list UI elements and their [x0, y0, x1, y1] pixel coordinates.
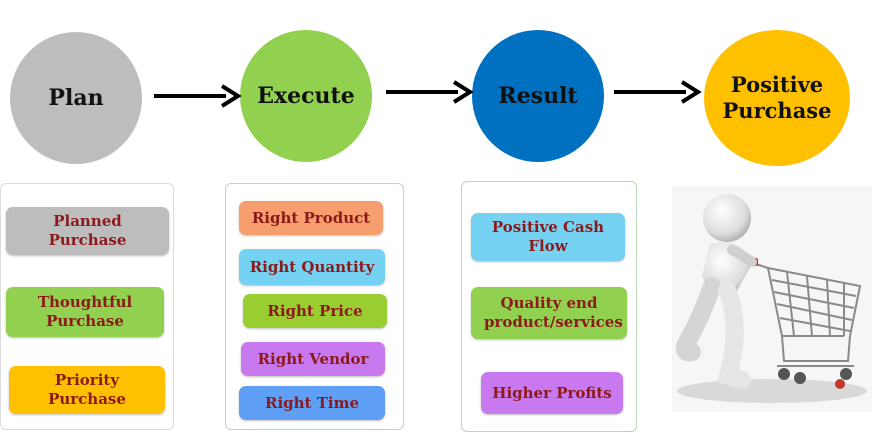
execute-item-label: Right Quantity	[249, 257, 375, 276]
plan-item-label: Planned Purchase	[48, 212, 127, 249]
execute-item-right-price: Right Price	[243, 294, 387, 328]
plan-panel: Planned Purchase Thoughtful Purchase Pri…	[0, 183, 174, 430]
stage-plan: Plan	[10, 32, 142, 164]
stage-execute: Execute	[240, 30, 372, 162]
execute-item-right-vendor: Right Vendor	[241, 342, 385, 376]
result-item-positive-cash-flow: Positive Cash Flow	[471, 213, 625, 261]
arrow-result-to-positive	[614, 80, 702, 104]
stage-positive-purchase: Positive Purchase	[704, 30, 850, 166]
result-panel: Positive Cash Flow Quality end product/s…	[461, 181, 637, 432]
stage-result-label: Result	[498, 83, 578, 109]
execute-item-label: Right Time	[265, 393, 359, 412]
execute-item-right-product: Right Product	[239, 201, 383, 235]
execute-item-right-time: Right Time	[239, 386, 385, 420]
result-item-label: Quality end product/services	[484, 294, 623, 331]
plan-item-label: Priority Purchase	[48, 371, 126, 408]
result-item-quality-end-product: Quality end product/services	[471, 287, 627, 339]
plan-item-label: Thoughtful Purchase	[37, 293, 133, 330]
plan-item-thoughtful-purchase: Thoughtful Purchase	[6, 287, 164, 337]
stage-execute-label: Execute	[257, 83, 355, 109]
plan-item-priority-purchase: Priority Purchase	[9, 366, 165, 414]
execute-item-label: Right Vendor	[257, 349, 369, 368]
execute-panel: Right Product Right Quantity Right Price…	[225, 183, 404, 430]
execute-item-label: Right Price	[267, 301, 363, 320]
arrow-execute-to-result	[386, 80, 474, 104]
stage-result: Result	[472, 30, 604, 162]
execute-item-label: Right Product	[251, 208, 371, 227]
plan-item-planned-purchase: Planned Purchase	[6, 207, 169, 255]
shopping-cart-person-icon	[672, 186, 872, 412]
result-item-higher-profits: Higher Profits	[481, 372, 623, 414]
execute-item-right-quantity: Right Quantity	[239, 249, 385, 285]
stage-positive-purchase-label: Positive Purchase	[722, 72, 832, 123]
result-item-label: Positive Cash Flow	[491, 218, 605, 255]
result-item-label: Higher Profits	[492, 383, 612, 402]
arrow-plan-to-execute	[154, 84, 242, 108]
stage-plan-label: Plan	[48, 85, 104, 111]
